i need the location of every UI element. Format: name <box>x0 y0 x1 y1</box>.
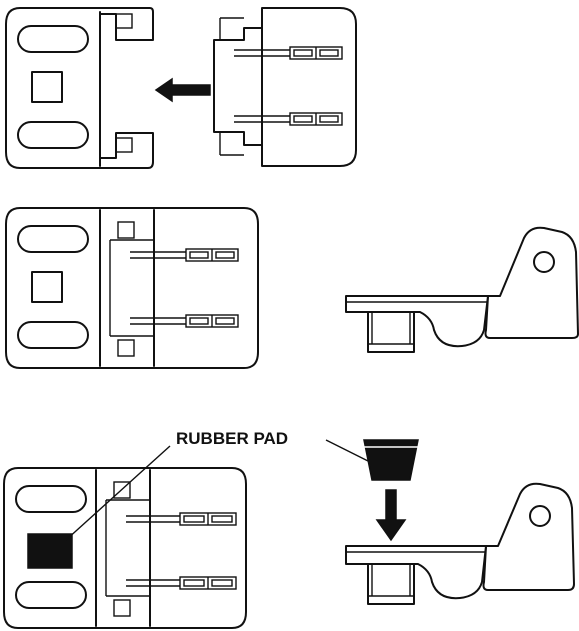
rubber-pad <box>27 533 73 569</box>
step1-group <box>5 7 357 169</box>
step3-side-view <box>345 482 575 605</box>
step2-assembled-unit <box>5 207 259 369</box>
step2-group <box>5 207 579 369</box>
step2-side-view <box>345 226 579 353</box>
left-arrow-icon <box>154 77 211 103</box>
loose-rubber-pad <box>363 439 419 481</box>
step1-bracket <box>5 7 154 169</box>
rubber-pad-leader-right <box>325 439 371 463</box>
step3-group: RUBBER PAD <box>3 429 575 629</box>
step3-assembled-unit <box>3 467 247 629</box>
down-arrow-icon <box>375 489 407 542</box>
rubber-pad-label: RUBBER PAD <box>176 429 288 448</box>
step1-connector <box>213 7 357 167</box>
rubber-pad-leader-left <box>65 445 171 541</box>
